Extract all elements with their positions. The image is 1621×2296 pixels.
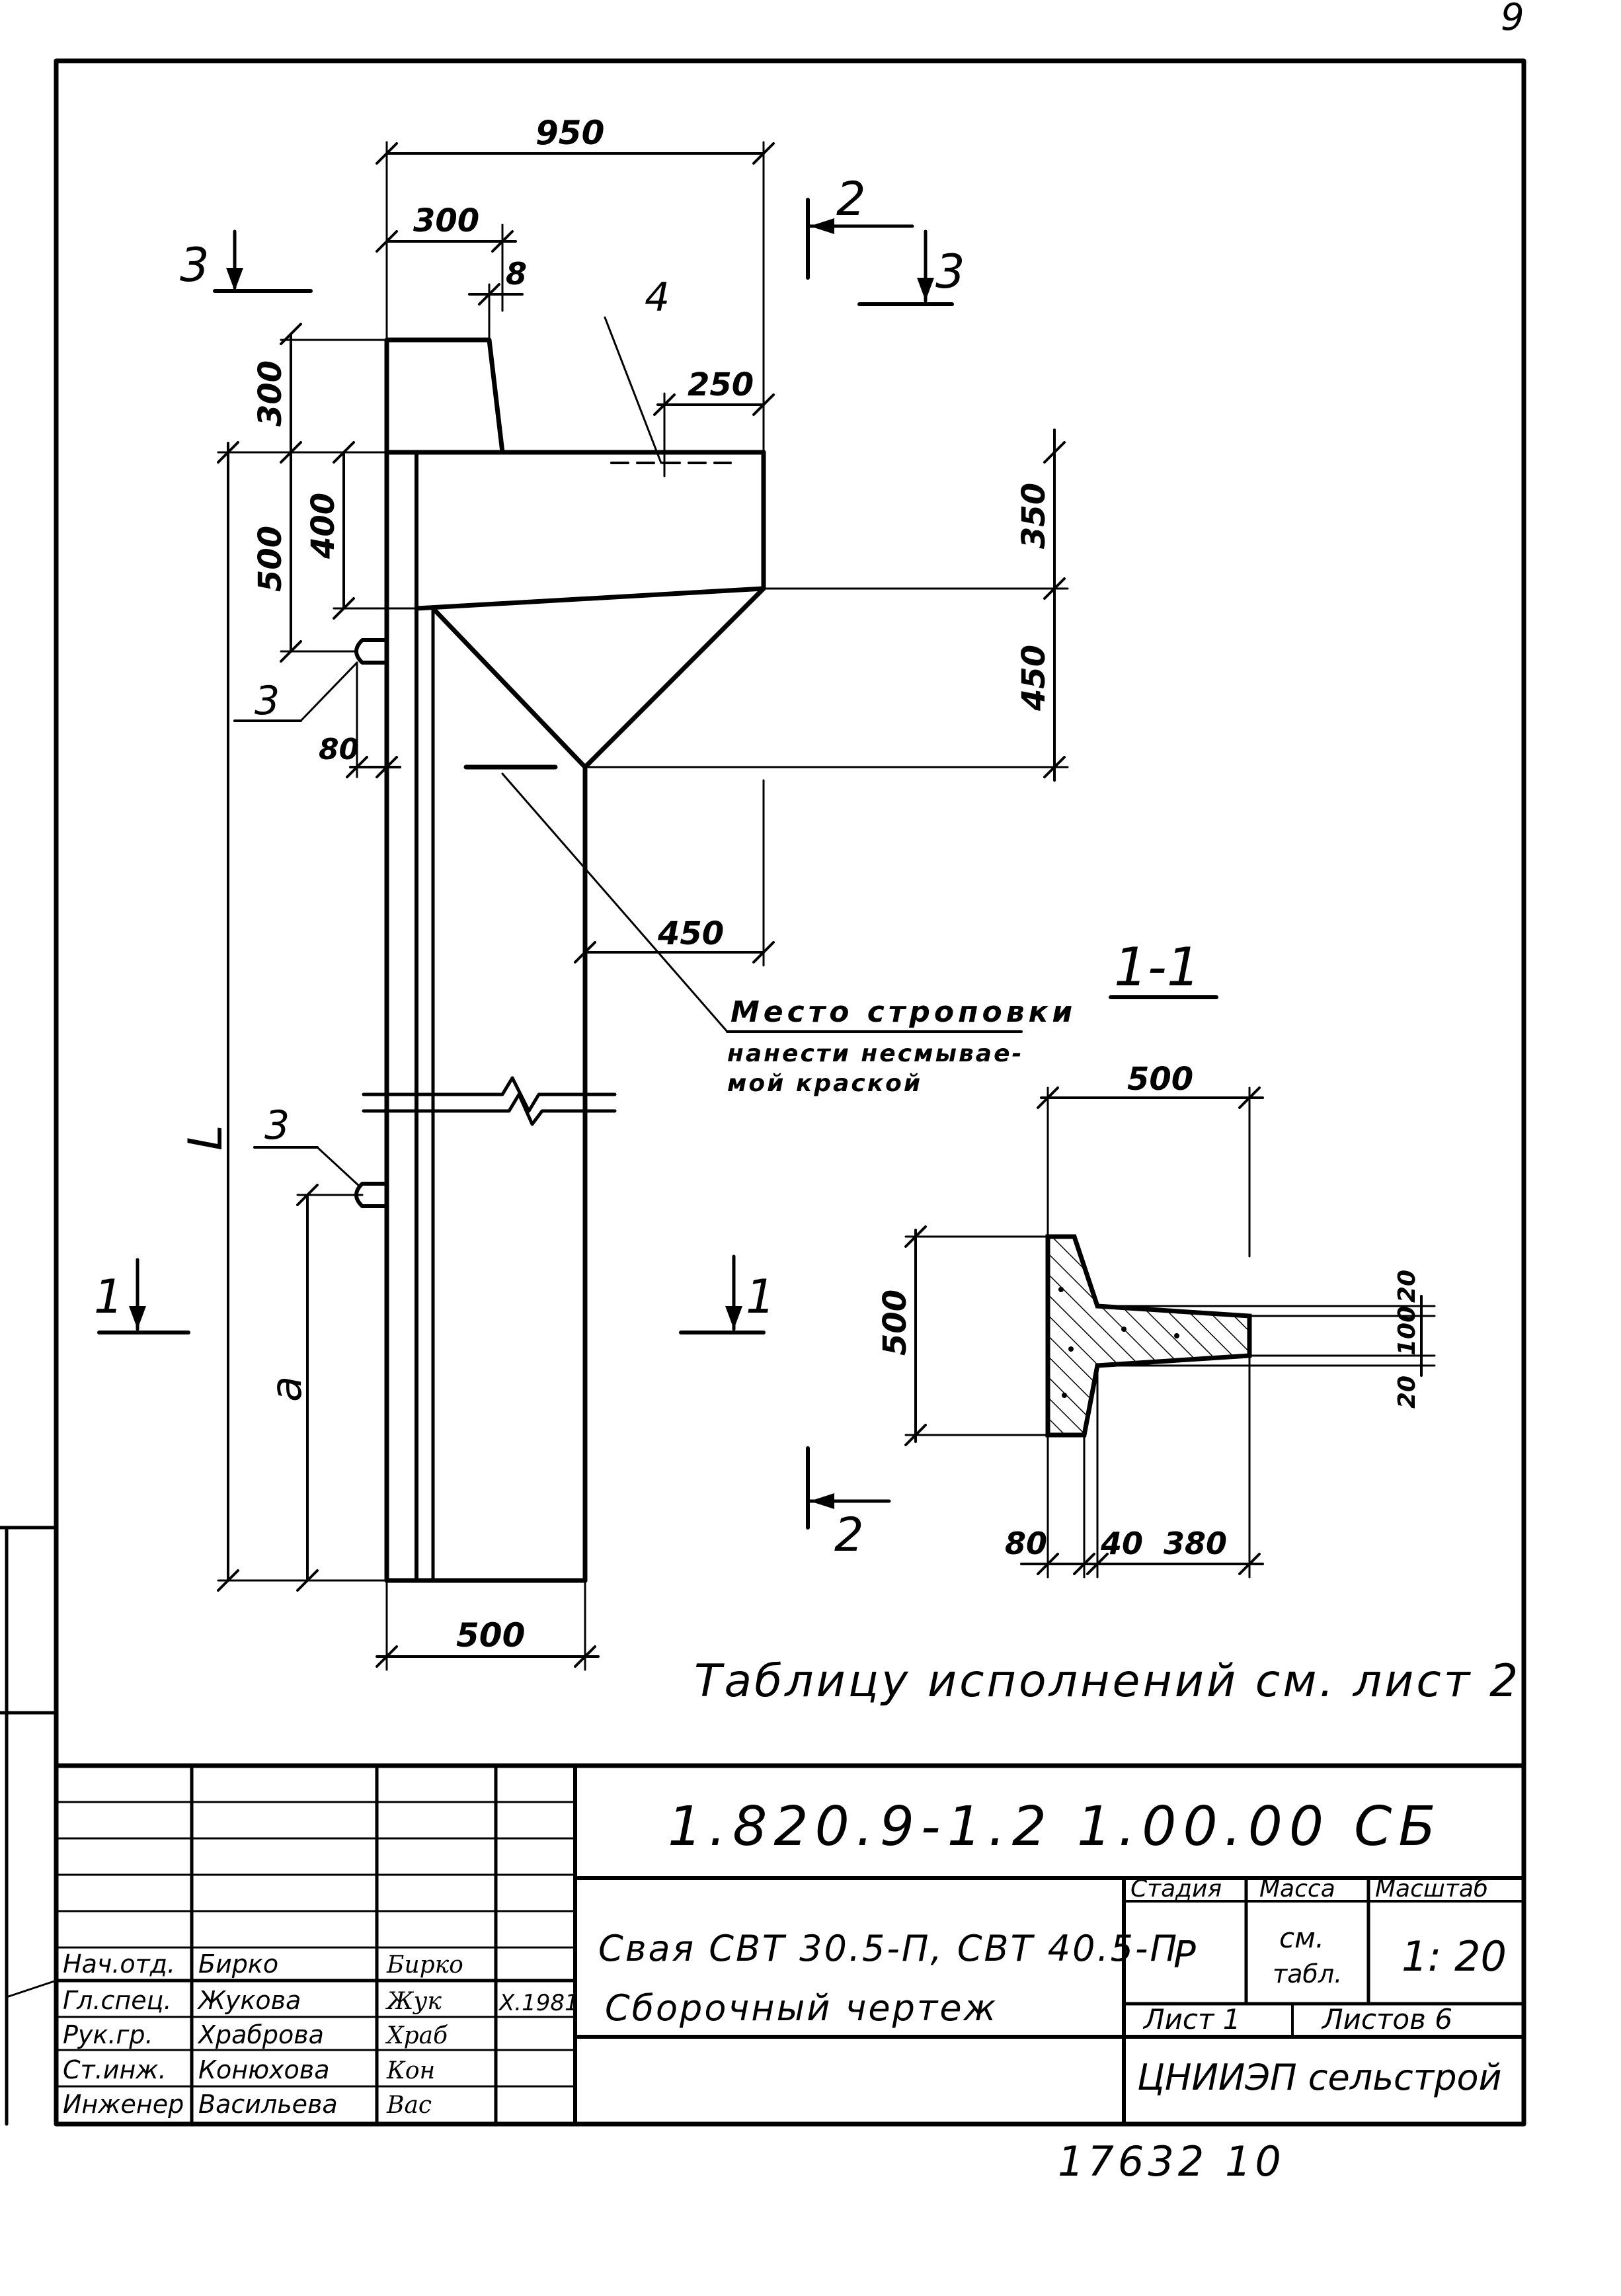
section-markers <box>97 198 954 1530</box>
callout-3-upper: 3 <box>255 678 280 724</box>
section-dim-20-bottom: 20 <box>1394 1375 1421 1409</box>
callout-3-lower: 3 <box>264 1102 290 1149</box>
dim-450-bottom: 450 <box>657 915 724 952</box>
binding-strip <box>0 1526 58 2126</box>
section-dimension-lines <box>904 1086 1436 1578</box>
staff-name-3: Храброва <box>197 2020 324 2049</box>
staff-signature-1: Бирко <box>386 1951 463 1979</box>
doc-code: 1.820.9-1.2 1.00.00 СБ <box>668 1795 1443 1858</box>
section-3-right-label: 3 <box>935 245 965 299</box>
dim-250: 250 <box>688 366 754 403</box>
sheet-frame <box>54 58 1526 2127</box>
lifting-note-line2: нанести несмывае- <box>727 1040 1023 1067</box>
staff-signature-5: Вас <box>386 2092 432 2119</box>
mass-value-1: см. <box>1279 1922 1324 1954</box>
mass-value-2: табл. <box>1273 1959 1342 1988</box>
dim-450-right: 450 <box>1015 645 1052 712</box>
product-name: Свая СВТ 30.5-П, СВТ 40.5-П <box>598 1928 1179 1969</box>
dim-500-left: 500 <box>252 526 289 592</box>
sheet-number: Лист 1 <box>1142 2003 1241 2035</box>
t-section-profile <box>1045 1234 1252 1438</box>
callout-4: 4 <box>645 274 670 321</box>
staff-role-2: Гл.спец. <box>63 1986 172 2015</box>
staff-name-1: Бирко <box>198 1949 278 1979</box>
section-view-title: 1-1 <box>1114 936 1201 998</box>
dim-500-base: 500 <box>456 1616 525 1655</box>
staff-role-4: Ст.инж. <box>63 2055 167 2084</box>
stage-header: Стадия <box>1130 1875 1222 1903</box>
section-1-right-label: 1 <box>746 1270 775 1324</box>
page-number: 9 <box>1501 0 1524 39</box>
organization: ЦНИИЭП сельстрой <box>1137 2057 1502 2098</box>
section-dim-500-width: 500 <box>1127 1061 1193 1098</box>
archive-number: 17632 10 <box>1058 2137 1285 2186</box>
section-1-left-label: 1 <box>94 1270 124 1324</box>
dim-950: 950 <box>535 114 604 152</box>
dim-400: 400 <box>305 493 342 559</box>
section-dim-380: 380 <box>1164 1526 1227 1561</box>
staff-role-5: Инженер <box>63 2090 184 2119</box>
dim-a: a <box>262 1376 311 1402</box>
pile-elevation <box>354 337 766 1583</box>
dim-L: L <box>178 1125 233 1151</box>
dim-350: 350 <box>1015 483 1052 549</box>
section-2-bottom-label: 2 <box>834 1508 864 1562</box>
section-dim-500-height: 500 <box>877 1290 914 1356</box>
stage-value: Р <box>1173 1934 1196 1977</box>
dimension-lines <box>217 141 1069 1671</box>
staff-name-4: Конюхова <box>198 2055 329 2084</box>
title-block-grid <box>5 1763 1526 2126</box>
dim-300-top: 300 <box>413 202 479 239</box>
dim-8: 8 <box>506 256 527 292</box>
lifting-note-line3: мой краской <box>727 1070 922 1097</box>
staff-name-5: Васильева <box>198 2090 338 2119</box>
sheets-total: Листов 6 <box>1321 2003 1452 2035</box>
dim-300-left: 300 <box>252 360 289 427</box>
section-dim-80: 80 <box>1005 1526 1047 1561</box>
section-2-top-label: 2 <box>836 172 866 226</box>
drawing-type: Сборочный чертеж <box>605 1987 998 2029</box>
section-3-left-label: 3 <box>180 238 210 292</box>
lifting-note-line1: Место строповки <box>731 995 1076 1029</box>
section-dim-40: 40 <box>1100 1526 1143 1561</box>
staff-role-1: Нач.отд. <box>63 1949 175 1979</box>
scale-value: 1: 20 <box>1402 1932 1507 1981</box>
dim-80: 80 <box>319 733 359 766</box>
staff-signature-3: Храб <box>385 2022 448 2049</box>
staff-role-3: Рук.гр. <box>63 2020 153 2049</box>
section-dim-100: 100 <box>1394 1306 1421 1356</box>
mass-header: Масса <box>1259 1875 1335 1903</box>
table-note: Таблицу исполнений см. лист 2 <box>694 1655 1521 1707</box>
staff-name-2: Жукова <box>197 1986 301 2015</box>
scale-header: Масштаб <box>1375 1875 1488 1903</box>
staff-signature-2: Жук <box>385 1988 442 2015</box>
staff-signature-4: Кон <box>386 2057 435 2084</box>
approval-date: X.1981 <box>498 1990 579 2016</box>
callout-leaders <box>233 316 1023 1188</box>
section-dim-20-top: 20 <box>1394 1270 1421 1303</box>
